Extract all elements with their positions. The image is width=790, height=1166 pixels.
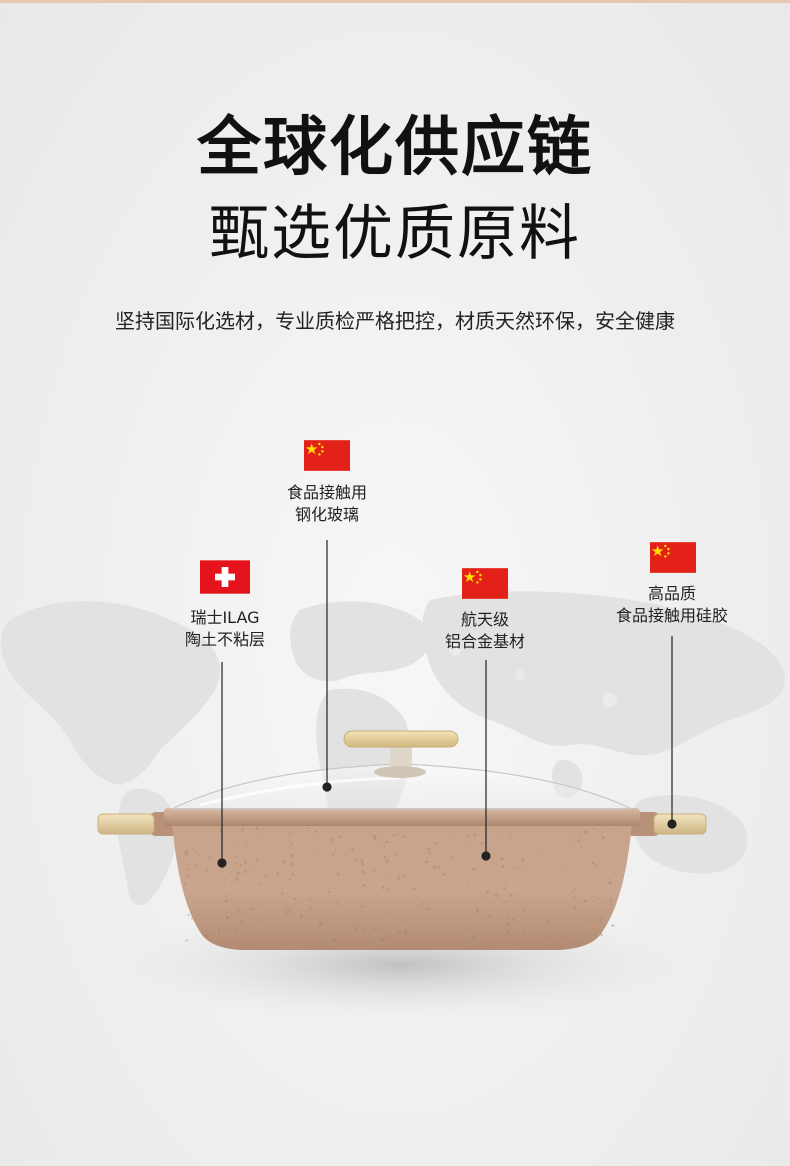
callout-glass-label: 食品接触用 钢化玻璃 xyxy=(257,482,397,526)
callout-line: 食品接触用 xyxy=(286,483,367,502)
tagline: 坚持国际化选材，专业质检严格把控，材质天然环保，安全健康 xyxy=(115,309,675,333)
china-flag-icon xyxy=(304,440,350,471)
leader-lines xyxy=(217,540,677,868)
china-flag-icon xyxy=(462,568,508,599)
pot-body xyxy=(172,820,632,950)
china-flag-icon xyxy=(650,542,696,573)
lid-knob xyxy=(343,730,459,778)
top-divider xyxy=(0,0,790,3)
pot-rim xyxy=(164,808,640,826)
callout-line: 瑞士ILAG xyxy=(190,608,260,627)
callout-aluminum-label: 航天级 铝合金基材 xyxy=(415,609,555,653)
callout-silicone-label: 高品质 食品接触用硅胶 xyxy=(594,583,750,627)
page-title: 全球化供应链 xyxy=(197,111,593,185)
callout-line: 铝合金基材 xyxy=(444,632,525,651)
callout-line: 陶土不粘层 xyxy=(184,630,265,649)
granite-speckles xyxy=(184,826,616,943)
callout-line: 高品质 xyxy=(647,584,696,603)
page-subtitle: 甄选优质原料 xyxy=(209,199,581,269)
callout-line: 钢化玻璃 xyxy=(294,505,359,524)
callout-line: 航天级 xyxy=(460,610,509,629)
switzerland-flag-icon xyxy=(200,560,250,594)
callout-coating-label: 瑞士ILAG 陶土不粘层 xyxy=(155,607,295,651)
callout-line: 食品接触用硅胶 xyxy=(615,606,728,625)
